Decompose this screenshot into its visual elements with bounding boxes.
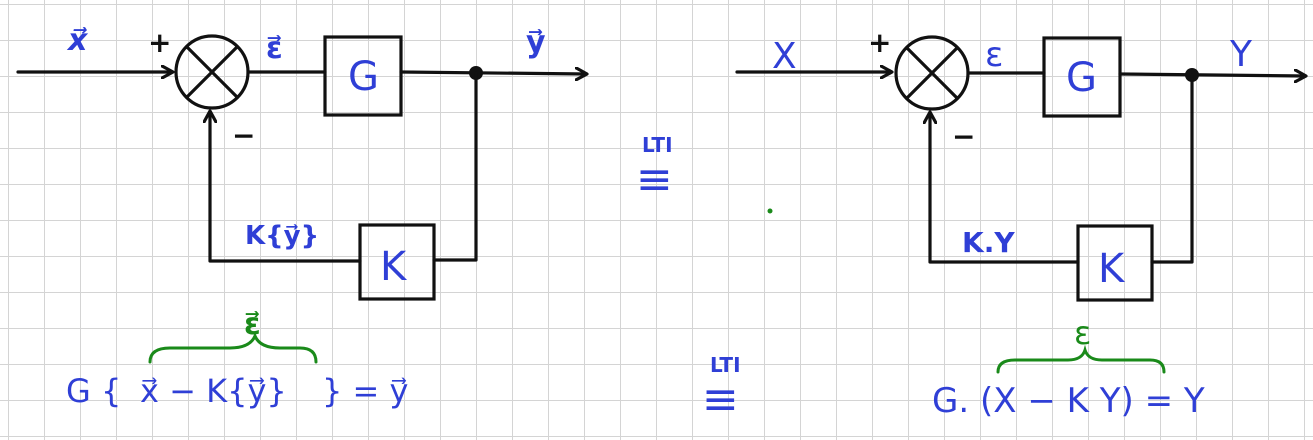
right-plus-sign: + — [868, 26, 891, 59]
left-feedback-signal-label: K{y⃗} — [245, 221, 319, 251]
left-minus-sign: − — [232, 119, 255, 152]
right-feedback-signal-label: K.Y — [962, 226, 1015, 259]
left-error-label: ε⃗ — [266, 31, 283, 66]
left-diagram: x⃗ + − ε⃗ G y⃗ K K{y⃗} ε⃗ G { x⃗ − K{y⃗}… — [16, 23, 586, 410]
right-summing-junction — [894, 35, 970, 111]
right-equation-brace — [996, 344, 1166, 374]
left-equation-suffix: } = y⃗ — [322, 372, 408, 410]
right-g-label: G — [1066, 55, 1097, 101]
right-k-label: K — [1098, 246, 1126, 292]
left-equation-prefix: G { — [66, 372, 121, 410]
left-input-label: x⃗ — [66, 23, 89, 58]
right-feedback-wire-down — [1150, 73, 1194, 264]
right-error-label: ε — [985, 35, 1003, 75]
left-output-label: y⃗ — [526, 25, 546, 60]
left-plus-sign: + — [148, 26, 171, 59]
right-g-block — [1042, 36, 1122, 118]
right-output-wire — [1118, 74, 1305, 76]
left-g-label: G — [348, 54, 379, 100]
left-g-block — [323, 35, 403, 117]
left-equation-inner: x⃗ − K{y⃗} — [140, 372, 287, 410]
equivalence-markers: LTI ≡ LTI ≡ — [636, 133, 773, 425]
equivalence-top-symbol: ≡ — [636, 154, 673, 205]
left-brace-label: ε⃗ — [244, 307, 261, 342]
equivalence-bottom-label: LTI — [710, 353, 741, 377]
right-input-label: X — [772, 36, 797, 77]
equivalence-bottom-symbol: ≡ — [702, 374, 739, 425]
left-feedback-wire-return — [210, 112, 362, 263]
left-output-wire — [399, 72, 586, 74]
left-equation-brace — [148, 332, 318, 364]
left-k-label: K — [380, 244, 408, 290]
right-feedback-wire-return — [930, 113, 1080, 264]
right-brace-label: ε — [1074, 314, 1091, 352]
right-output-label: Y — [1229, 34, 1253, 75]
equivalence-top-label: LTI — [642, 133, 673, 157]
left-summing-junction — [174, 34, 250, 110]
right-equation: G. (X − K Y) = Y — [932, 381, 1205, 421]
right-diagram: X + − ε G Y K K.Y ε G. (X − K Y) = Y — [735, 26, 1305, 421]
left-feedback-wire-down — [432, 71, 478, 262]
stray-dot — [767, 208, 773, 214]
right-minus-sign: − — [952, 120, 975, 153]
